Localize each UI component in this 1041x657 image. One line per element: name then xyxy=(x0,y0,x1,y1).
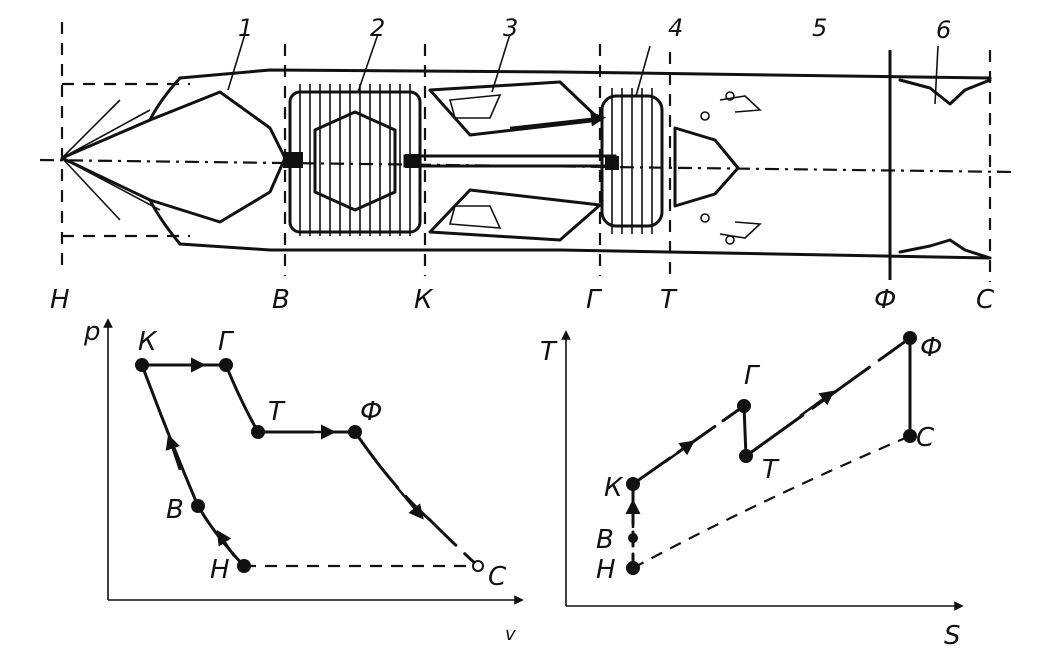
front-bearing xyxy=(283,152,303,168)
pv-arrow-H-B xyxy=(216,530,236,557)
mid-bearing xyxy=(405,154,419,168)
ts-label-H: Н xyxy=(596,555,616,585)
pv-diagram: p v К Г Т Ф С В Н xyxy=(83,317,524,645)
pv-arrow-B-K xyxy=(165,434,182,471)
casing-bottom xyxy=(178,242,992,260)
shaft xyxy=(403,154,617,168)
leader-3 xyxy=(491,33,511,93)
ts-label-G: Г xyxy=(744,361,761,391)
combustor-bottom xyxy=(428,188,602,242)
pv-point-B xyxy=(191,499,205,513)
ts-point-K xyxy=(626,477,640,491)
pv-edge-F-C xyxy=(353,430,480,568)
ts-edge-C-H xyxy=(632,434,911,569)
component-number-6: 6 xyxy=(936,16,951,44)
leader-4 xyxy=(635,45,651,97)
pv-label-F: Ф xyxy=(360,397,382,427)
ts-x-axis-label: S xyxy=(944,621,961,651)
section-label-T: Т xyxy=(660,285,678,315)
ts-point-B xyxy=(628,533,638,543)
pv-point-T xyxy=(251,425,265,439)
section-label-H: Н xyxy=(50,285,70,315)
afterburner-injector-top xyxy=(719,95,762,113)
pv-point-C xyxy=(472,560,484,572)
tail-cone xyxy=(673,126,740,208)
pv-label-T: Т xyxy=(268,397,286,427)
pv-point-H xyxy=(237,559,251,573)
pv-label-K: К xyxy=(138,327,158,357)
ts-point-F xyxy=(903,331,917,345)
leader-6 xyxy=(934,45,939,105)
pv-edge-G-T xyxy=(224,363,260,434)
injector-nozzle xyxy=(700,111,710,121)
ts-y-axis-label: T xyxy=(540,337,558,367)
inlet-cone xyxy=(60,90,287,224)
ts-point-G xyxy=(737,399,751,413)
casing-top xyxy=(178,68,992,80)
flow-arrow xyxy=(509,111,606,130)
section-label-K: К xyxy=(414,285,434,315)
engine-schematic: 1 2 3 4 5 6 Н В К Г Т Ф С xyxy=(39,14,1016,315)
cone-ray xyxy=(61,109,151,159)
component-number-2: 2 xyxy=(370,14,385,42)
ts-arrow-K-G xyxy=(664,440,695,464)
cone-ray xyxy=(61,157,121,221)
engine-centerline xyxy=(39,158,1016,174)
pv-point-K xyxy=(135,358,149,372)
cone-ray xyxy=(61,157,161,211)
nozzle-contour-top xyxy=(898,78,992,106)
turbine-blades xyxy=(611,88,653,234)
pv-label-C: С xyxy=(488,562,507,592)
ts-label-C: С xyxy=(916,423,935,453)
pv-arrow-F-C xyxy=(394,484,424,520)
section-label-B: В xyxy=(272,285,290,315)
ts-label-F: Ф xyxy=(920,333,942,363)
ts-point-C xyxy=(903,429,917,443)
component-number-5: 5 xyxy=(812,14,827,42)
ts-diagram: T S Ф Г С Т К В Н xyxy=(540,330,964,651)
ts-label-K: К xyxy=(604,473,624,503)
cone-ray xyxy=(61,99,121,159)
flame-tube-top xyxy=(448,94,502,119)
afterburner-injector-bottom xyxy=(719,221,762,239)
nozzle-contour-bottom xyxy=(898,238,992,260)
compressor-drum xyxy=(313,110,397,212)
pv-label-G: Г xyxy=(218,327,235,357)
ts-arrow-T-F xyxy=(799,390,835,418)
component-number-1: 1 xyxy=(238,14,253,42)
ts-point-T xyxy=(739,449,753,463)
ts-edge-G-T xyxy=(742,404,748,458)
component-number-4: 4 xyxy=(668,14,683,42)
pv-point-G xyxy=(219,358,233,372)
pv-point-F xyxy=(348,425,362,439)
leader-1 xyxy=(227,33,246,91)
pv-label-H: Н xyxy=(210,555,230,585)
flame-tube-bottom xyxy=(448,205,502,229)
compressor-blades xyxy=(299,84,411,236)
section-label-C: С xyxy=(976,285,995,315)
pv-label-B: В xyxy=(166,495,184,525)
intake-lip-top xyxy=(148,76,182,122)
leader-2 xyxy=(357,33,379,93)
section-label-F: Ф xyxy=(874,285,896,315)
ts-label-B: В xyxy=(596,525,614,555)
component-number-3: 3 xyxy=(503,14,518,42)
ts-point-H xyxy=(626,561,640,575)
injector-nozzle xyxy=(700,213,710,223)
pv-y-axis-label: p xyxy=(83,317,101,347)
pv-x-axis-label: v xyxy=(505,624,516,645)
intake-lip-bottom xyxy=(148,198,182,246)
ts-label-T: Т xyxy=(762,455,780,485)
injector-nozzle xyxy=(725,235,735,245)
pv-edge-H-K xyxy=(140,363,246,568)
injector-nozzle xyxy=(725,91,735,101)
section-label-G: Г xyxy=(586,285,603,315)
